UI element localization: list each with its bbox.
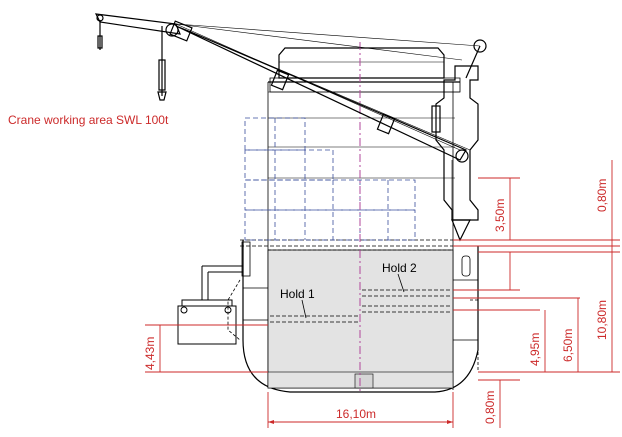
hold-2-leader: [397, 273, 405, 293]
dim-495-label: 4,95m: [528, 333, 542, 366]
breadth-label: 16,10m: [336, 407, 376, 421]
hold-1-label: Hold 1: [280, 287, 315, 301]
dim-650-label: 6,50m: [561, 329, 575, 362]
tween-decks: [240, 239, 480, 323]
quay-platform: [177, 265, 243, 345]
crane-jib: [94, 13, 481, 161]
dim-350-label: 3,50m: [493, 199, 507, 232]
dim-080-top-label: 0,80m: [595, 179, 609, 212]
dimension-lines: [145, 160, 620, 428]
hold-2-label: Hold 2: [382, 261, 417, 275]
hatch-cover: [269, 47, 461, 93]
crane-working-area-label: Crane working area SWL 100t: [8, 113, 169, 127]
dim-443-label: 4,43m: [143, 337, 157, 370]
dim-1080-label: 10,80m: [595, 300, 609, 340]
side-structure: [227, 241, 479, 372]
crane-pedestal: [431, 39, 487, 242]
bilge-keel: [354, 373, 374, 389]
container-stacks: [244, 117, 416, 241]
dim-080-bottom-label: 0,80m: [483, 391, 497, 424]
hold-1-leader: [301, 299, 307, 319]
